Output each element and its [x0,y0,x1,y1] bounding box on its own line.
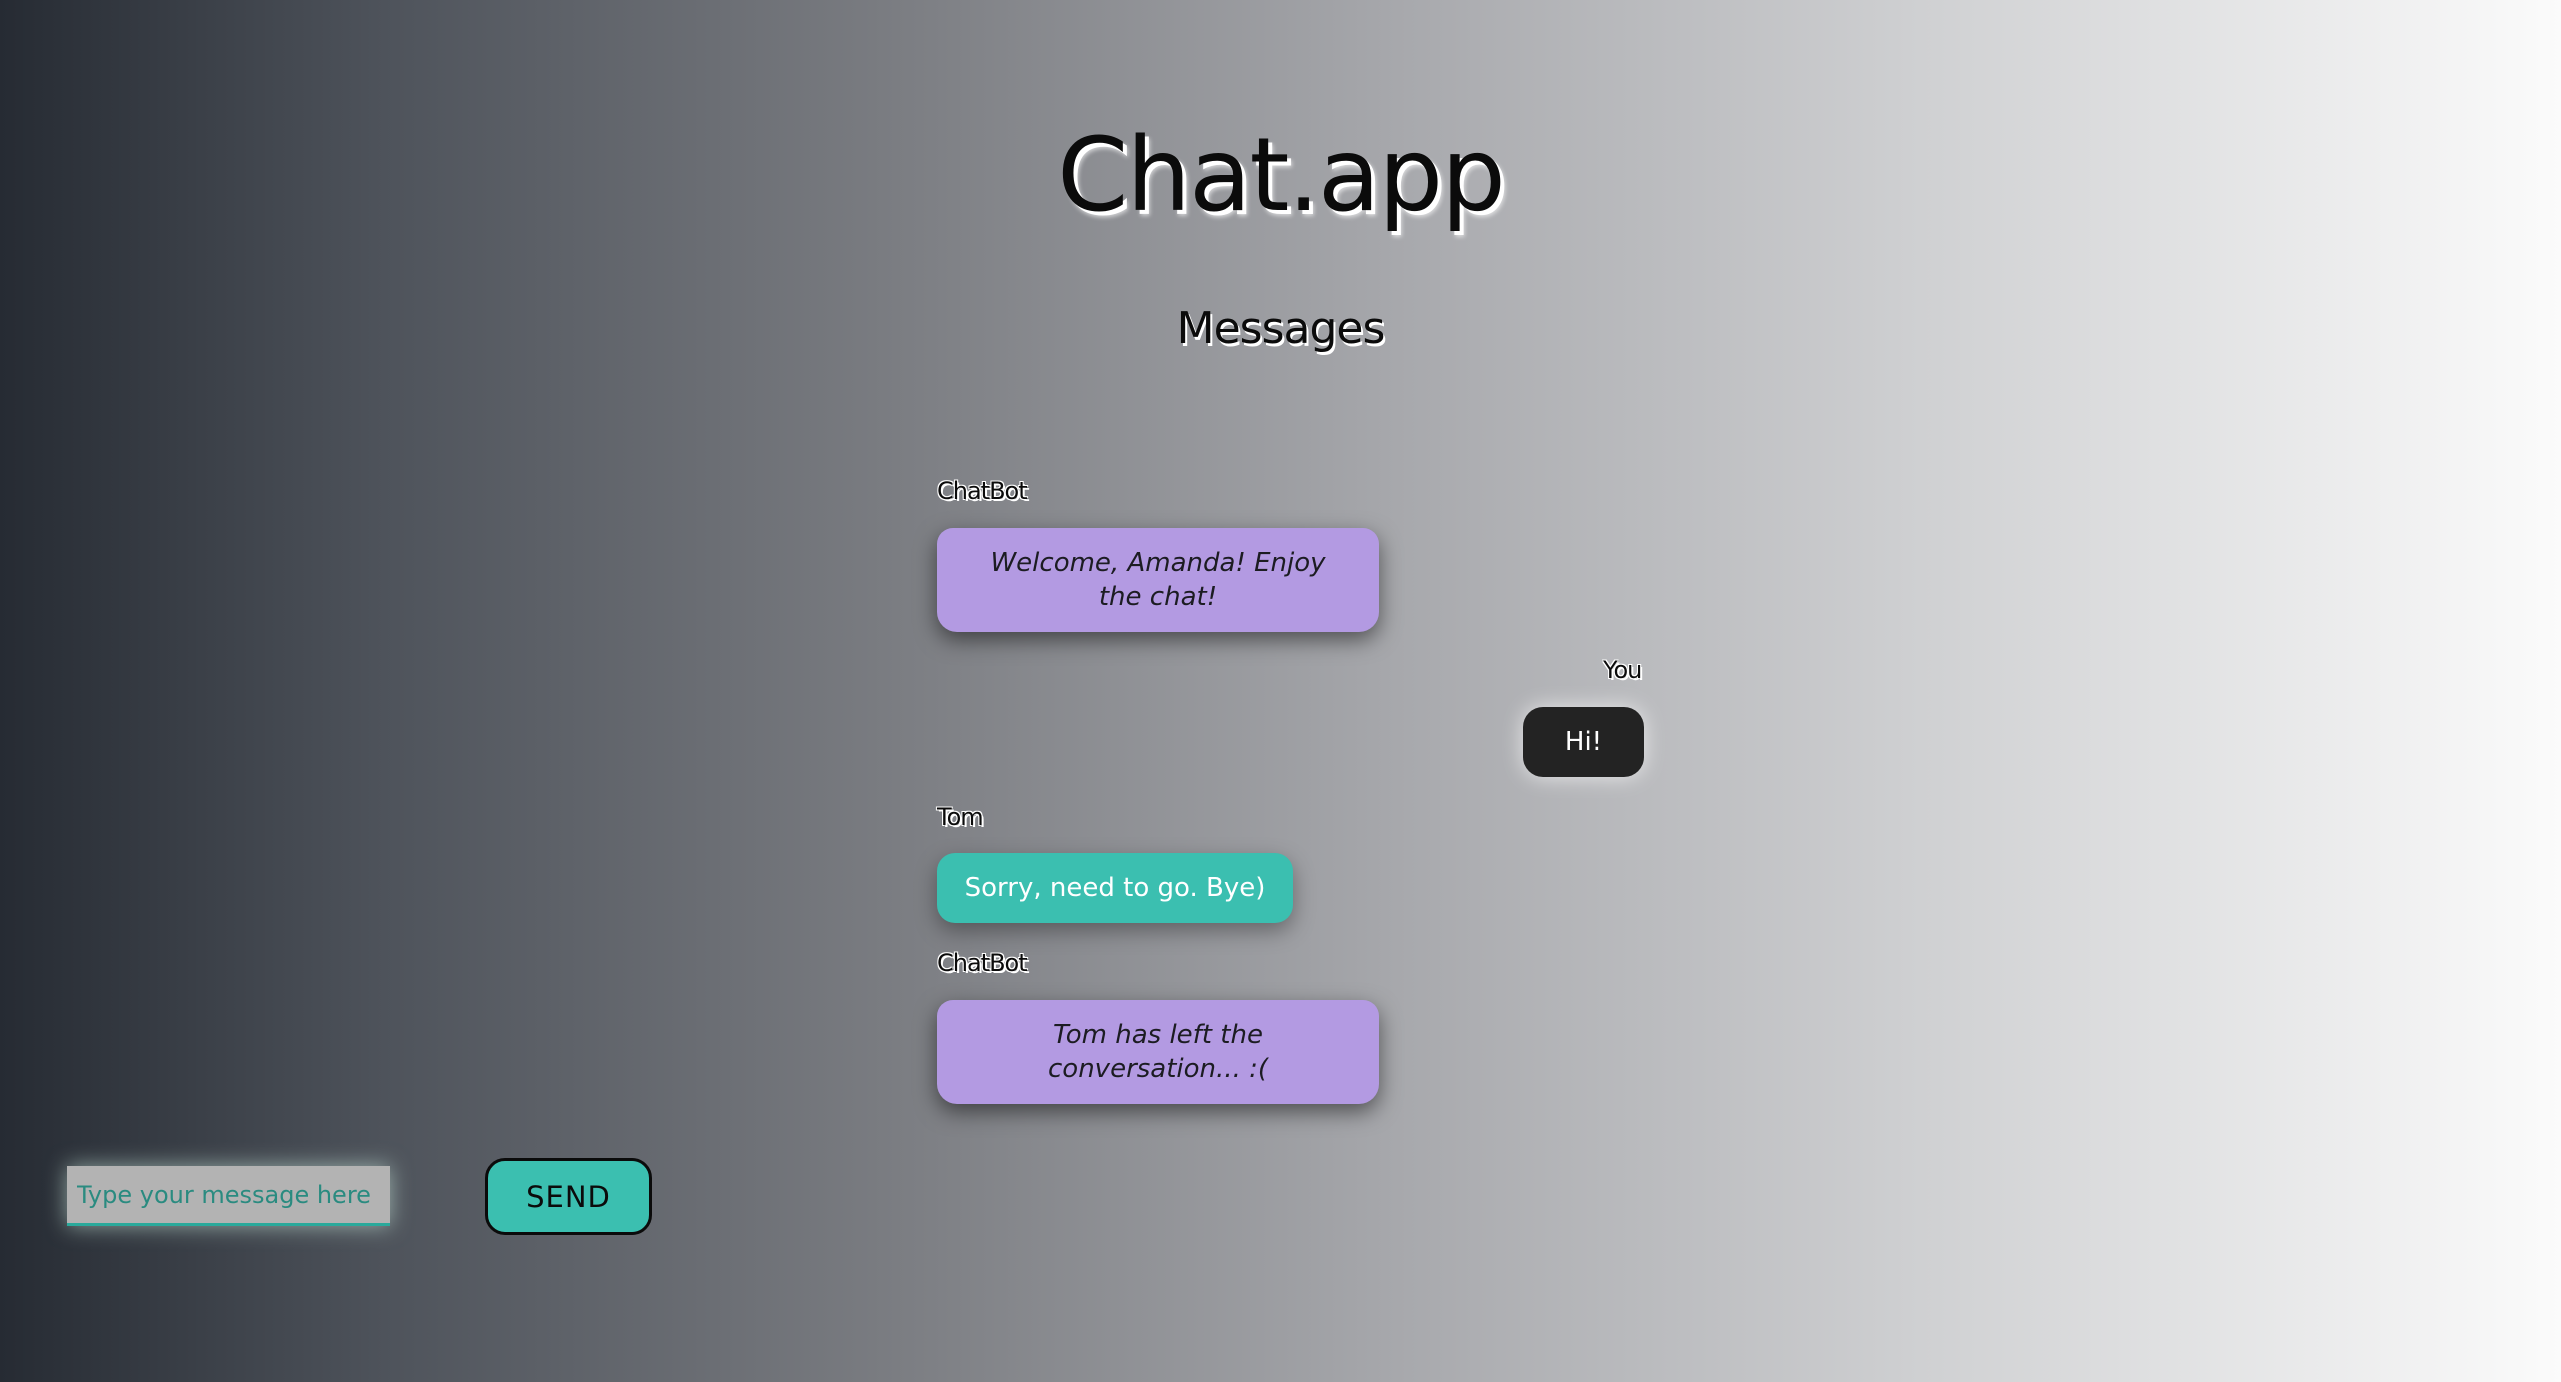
message-bubble-bot: Tom has left the conversation... :( [937,1000,1379,1104]
message-sender: ChatBot [937,949,1028,977]
send-button[interactable]: SEND [485,1158,652,1235]
messages-heading: Messages [1176,303,1386,354]
message-input[interactable] [67,1166,390,1226]
message-bubble-self: Hi! [1523,707,1644,777]
message-bubble-bot: Welcome, Amanda! Enjoy the chat! [937,528,1379,632]
message-sender: ChatBot [937,477,1028,505]
message-bubble-user: Sorry, need to go. Bye) [937,853,1293,923]
message-sender: You [1603,656,1642,684]
app-title: Chat.app [1057,116,1506,235]
message-sender: Tom [937,803,984,831]
